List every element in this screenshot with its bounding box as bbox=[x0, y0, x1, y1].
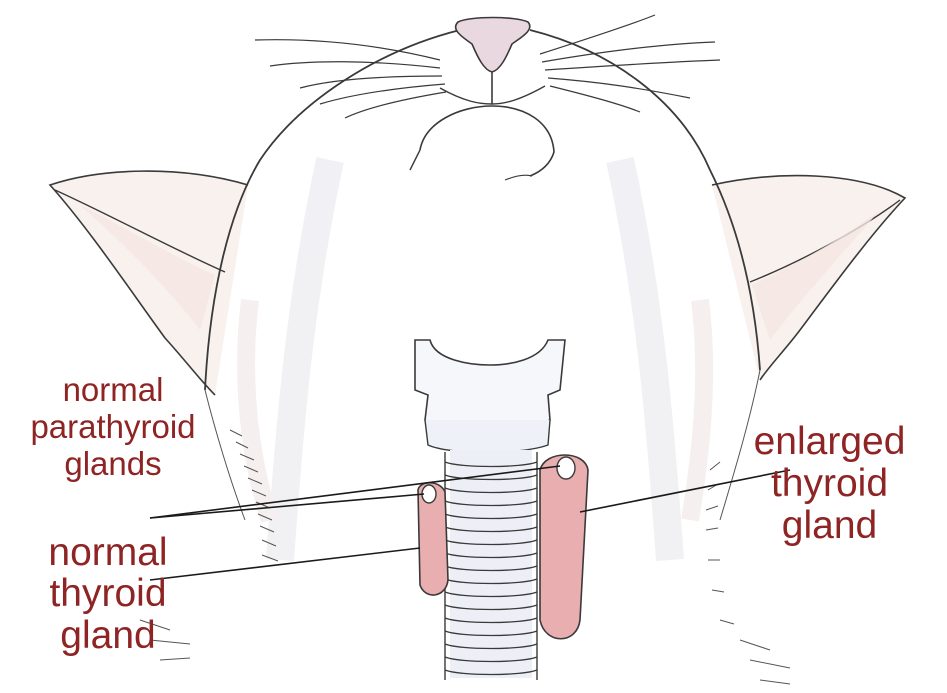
label-line: normal bbox=[0, 372, 226, 409]
whiskers-left bbox=[255, 40, 446, 118]
normal-thyroid-gland bbox=[418, 483, 448, 595]
trachea bbox=[445, 450, 537, 680]
label-line: thyroid bbox=[712, 463, 947, 505]
normal-parathyroid-gland-left bbox=[422, 485, 436, 503]
label-line: gland bbox=[8, 615, 208, 656]
whiskers-right bbox=[540, 15, 720, 112]
right-ear bbox=[712, 176, 905, 380]
label-line: normal bbox=[8, 532, 208, 573]
larynx bbox=[415, 340, 565, 453]
label-line: gland bbox=[712, 505, 947, 547]
label-normal-parathyroid-glands: normal parathyroid glands bbox=[0, 372, 226, 483]
chin bbox=[410, 106, 554, 180]
enlarged-thyroid-gland bbox=[540, 455, 588, 639]
label-line: parathyroid bbox=[0, 409, 226, 446]
label-line: enlarged bbox=[712, 421, 947, 463]
normal-parathyroid-gland-right bbox=[557, 457, 575, 479]
label-line: thyroid bbox=[8, 573, 208, 614]
nose bbox=[440, 18, 545, 105]
left-ear bbox=[50, 171, 248, 395]
label-enlarged-thyroid-gland: enlarged thyroid gland bbox=[712, 421, 947, 547]
label-line: glands bbox=[0, 446, 226, 483]
label-normal-thyroid-gland: normal thyroid gland bbox=[8, 532, 208, 656]
